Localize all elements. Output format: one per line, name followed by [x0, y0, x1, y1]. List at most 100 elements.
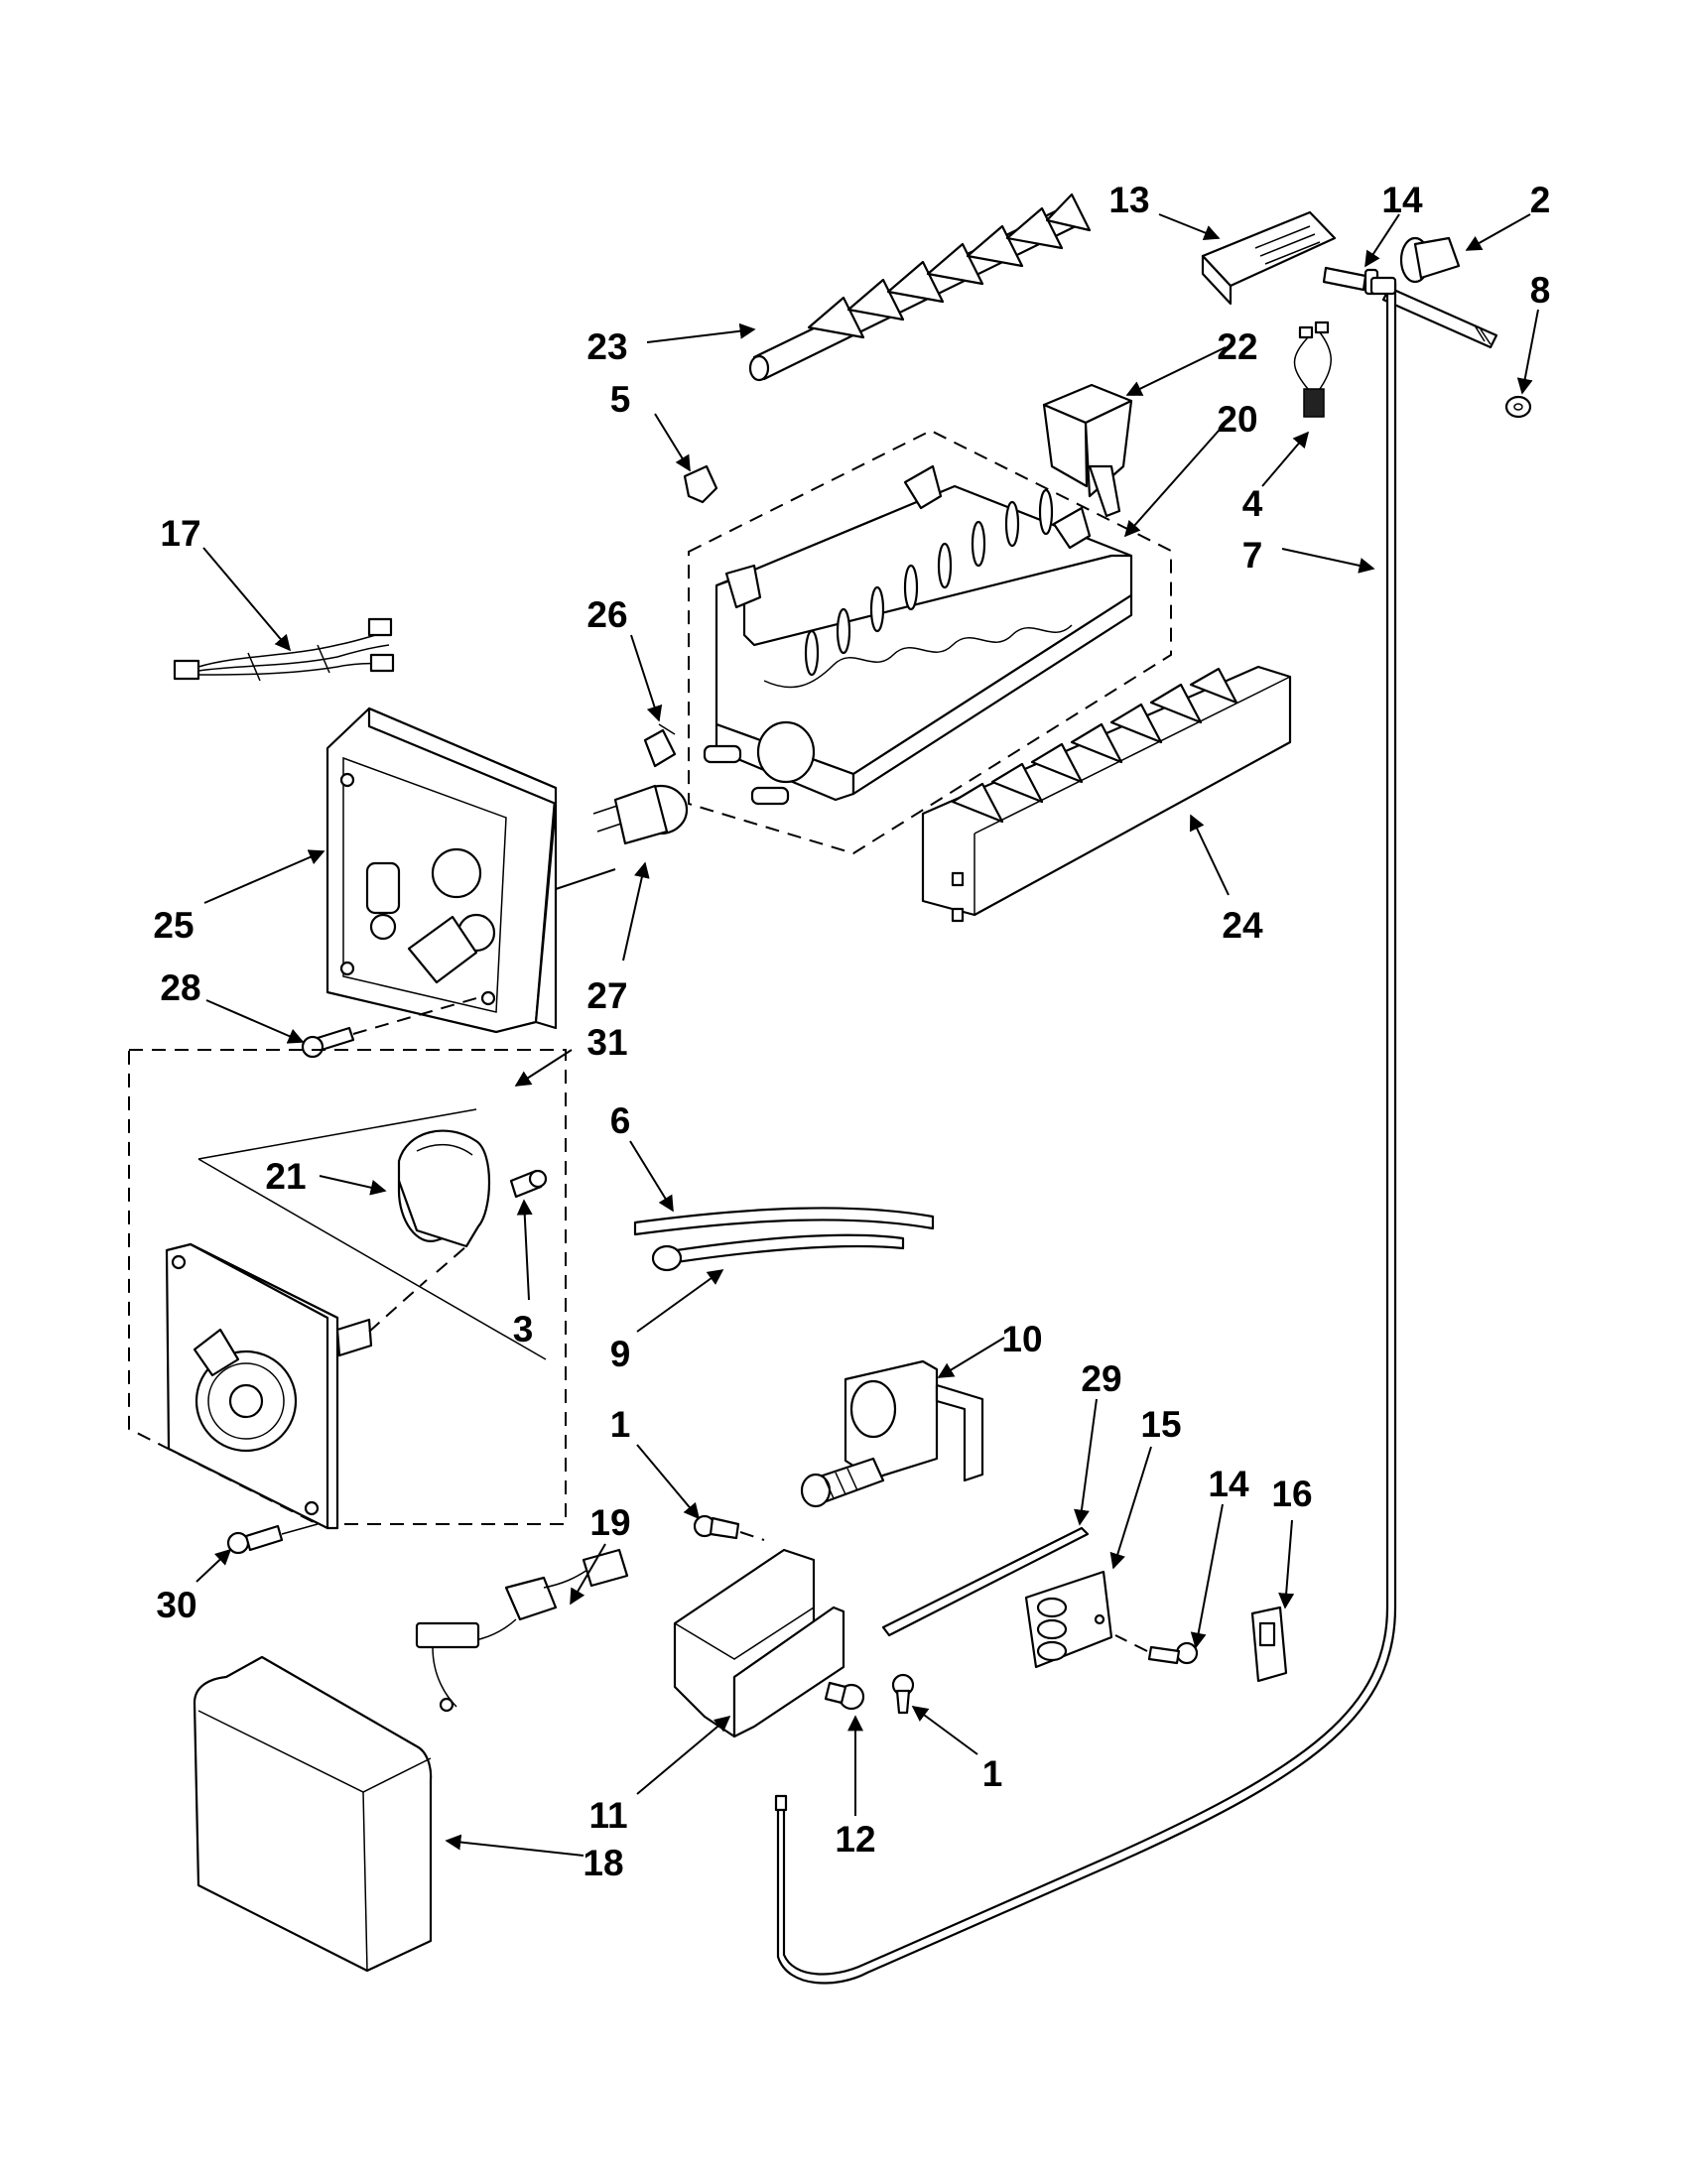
callout-c18: 18: [583, 1843, 623, 1883]
leader-c10: [937, 1337, 1005, 1378]
leader-c24: [1189, 814, 1230, 896]
callout-c10: 10: [1001, 1319, 1042, 1359]
part-1-screw-left: [693, 1514, 765, 1541]
callout-c2: 2: [1530, 180, 1551, 220]
part-11-bracket: [673, 1548, 845, 1738]
part-23-ejector-shaft: [748, 193, 1092, 382]
leader-c23: [646, 322, 756, 343]
callout-c22: 22: [1217, 326, 1257, 367]
part-15-bracket: [1024, 1570, 1113, 1669]
callout-c3: 3: [513, 1309, 534, 1349]
part-20-mold: [703, 464, 1133, 806]
callout-c12: 12: [835, 1819, 875, 1860]
callout-c25: 25: [153, 905, 194, 946]
mold-assembly-dashed-outline: [688, 429, 1172, 855]
part-27-connector: [592, 784, 689, 845]
leader-c28: [205, 999, 305, 1044]
callout-c19: 19: [589, 1502, 630, 1543]
leader-c26: [630, 634, 663, 722]
callout-c6: 6: [610, 1100, 631, 1141]
part-22-fill-cup: [1042, 383, 1133, 518]
leader-c11: [636, 1715, 731, 1795]
part-14-screw-bottom: [1114, 1634, 1199, 1665]
part-8-washer: [1504, 395, 1532, 419]
leader-c13: [1158, 213, 1221, 241]
part-4-thermostat: [1293, 321, 1332, 418]
callout-c8: 8: [1530, 270, 1551, 311]
part-5-clip: [683, 464, 718, 504]
part-18-cover: [193, 1655, 433, 1973]
callout-c16: 16: [1271, 1474, 1312, 1514]
leader-c14a: [1364, 213, 1400, 268]
leader-c29: [1073, 1398, 1098, 1526]
part-25-module-housing: [325, 707, 558, 1034]
leader-c4: [1261, 431, 1310, 487]
part-12-screw: [824, 1681, 865, 1711]
part-16-clip: [1250, 1606, 1288, 1683]
part-2-fitting: [1399, 236, 1461, 284]
callout-c11: 11: [588, 1795, 627, 1836]
part-24-stripper: [921, 665, 1292, 923]
part-30-screw: [226, 1523, 319, 1555]
callout-c29: 29: [1081, 1358, 1121, 1399]
leader-c21: [319, 1175, 387, 1196]
leader-c17: [202, 547, 292, 652]
leader-c8: [1516, 309, 1539, 395]
callout-c17: 17: [160, 513, 200, 554]
part-21-motor: [397, 1129, 491, 1248]
housing-to-connector-line: [555, 868, 616, 890]
part-3-screw: [509, 1169, 548, 1199]
leader-c30: [195, 1548, 232, 1583]
callout-c14b: 14: [1208, 1464, 1249, 1504]
leader-c27: [622, 861, 650, 962]
leader-c7: [1281, 548, 1375, 574]
part-26-clip: [643, 723, 677, 768]
callout-c23: 23: [586, 326, 627, 367]
callout-c31: 31: [586, 1022, 627, 1063]
callout-c21: 21: [265, 1156, 306, 1197]
callout-c5: 5: [610, 379, 631, 420]
callout-c7: 7: [1242, 535, 1263, 576]
fill-tube-upper: [1381, 286, 1498, 349]
part-29-strip: [881, 1526, 1090, 1637]
part-1-screw-right: [891, 1673, 915, 1715]
part-7-water-tube: [774, 276, 1397, 1985]
leader-c9: [636, 1269, 724, 1333]
leader-c22: [1125, 346, 1227, 396]
leader-c16: [1278, 1519, 1295, 1609]
callout-c30: 30: [156, 1585, 196, 1625]
leader-c5: [654, 413, 691, 472]
leader-c31: [514, 1049, 573, 1087]
callout-c24: 24: [1222, 905, 1263, 946]
callout-c27: 27: [586, 975, 627, 1016]
part-28-screw: [301, 997, 477, 1059]
part-10-water-valve: [800, 1359, 984, 1508]
callout-c4: 4: [1242, 483, 1263, 524]
leader-c25: [203, 849, 325, 904]
leader-c15: [1109, 1446, 1152, 1570]
control-assembly-dashed-outline: [128, 1049, 567, 1525]
part-13-bracket: [1201, 210, 1337, 306]
leader-c20: [1123, 421, 1228, 538]
part-14-screw-top: [1322, 266, 1379, 296]
callout-c1b: 1: [982, 1753, 1003, 1794]
part-17-wire-harness: [173, 617, 395, 682]
leader-c18: [445, 1834, 584, 1857]
leader-c19: [570, 1543, 606, 1606]
callout-c13: 13: [1108, 180, 1149, 220]
part-6-tube: [633, 1207, 935, 1236]
leader-c1a: [636, 1444, 701, 1520]
part-31-control-plate: [165, 1108, 547, 1530]
callout-c15: 15: [1140, 1404, 1181, 1445]
callout-c28: 28: [160, 967, 200, 1008]
part-19-wire-harness: [415, 1548, 629, 1713]
part-9-tube: [651, 1233, 905, 1272]
callout-c1a: 1: [610, 1404, 631, 1445]
leader-c2: [1465, 213, 1531, 251]
leader-c1b: [911, 1706, 978, 1755]
callout-c14a: 14: [1381, 180, 1423, 220]
leader-c3: [516, 1199, 533, 1301]
callout-c9: 9: [610, 1334, 631, 1374]
